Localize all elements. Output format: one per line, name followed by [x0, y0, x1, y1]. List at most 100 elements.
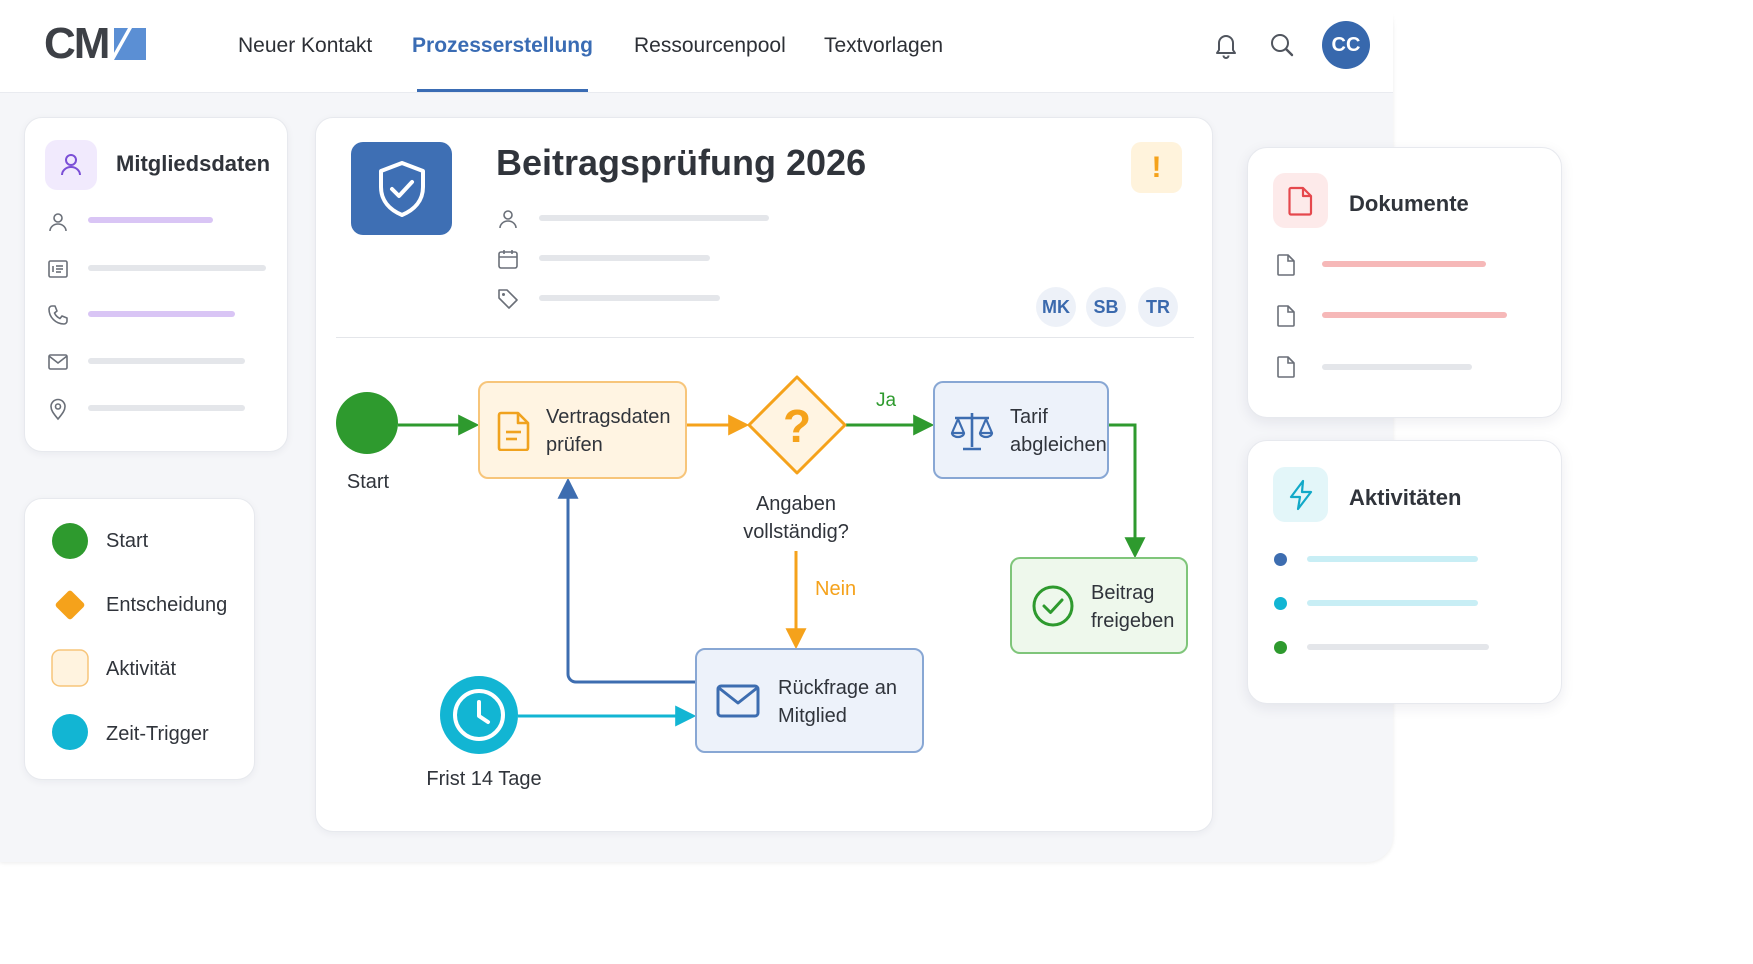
owner-icon	[499, 210, 517, 229]
decision-symbol: ?	[782, 400, 812, 452]
activity-dot	[1274, 553, 1287, 566]
file-icon[interactable]	[1274, 355, 1298, 379]
address-field	[88, 405, 245, 411]
id-field	[88, 265, 266, 271]
legend-timer-icon	[52, 714, 88, 750]
user-avatar[interactable]: CC	[1322, 21, 1370, 69]
owner-field	[539, 215, 769, 221]
envelope-icon	[716, 684, 760, 718]
legend-card: Start Entscheidung Aktivität Zeit-Trigge…	[24, 498, 255, 780]
cm-logo[interactable]: CM	[44, 19, 147, 68]
activity-rueckfrage-line2: Mitglied	[778, 705, 847, 727]
assignee-chip[interactable]: MK	[1036, 287, 1076, 327]
logo-text: CM	[44, 19, 110, 68]
decision-node[interactable]	[746, 374, 848, 476]
nav-label: Textvorlagen	[824, 34, 944, 57]
nav-textvorlagen[interactable]: Textvorlagen	[824, 0, 943, 92]
mail-icon	[48, 354, 68, 370]
timer-label: Frist 14 Tage	[426, 768, 542, 790]
logo-mark-icon	[110, 28, 147, 60]
assignee-chip[interactable]: SB	[1086, 287, 1126, 327]
documents-card: Dokumente	[1247, 147, 1562, 418]
start-label: Start	[346, 471, 390, 493]
activity-vertragsdaten[interactable]: Vertragsdaten prüfen	[478, 381, 687, 479]
name-field	[88, 217, 213, 223]
edge-loop-back	[557, 477, 696, 684]
activities-title: Aktivitäten	[1349, 485, 1462, 510]
file-icon[interactable]	[1274, 304, 1298, 328]
activity-line	[1307, 600, 1478, 606]
legend-activity-icon	[51, 649, 89, 687]
id-card-icon	[48, 260, 68, 278]
document-line	[1322, 261, 1486, 267]
documents-title: Dokumente	[1349, 191, 1469, 216]
location-pin-icon	[50, 398, 66, 421]
activity-freigabe[interactable]: Beitrag freigeben	[1010, 557, 1188, 654]
lightning-icon	[1289, 479, 1312, 510]
activity-vertragsdaten-line1: Vertragsdaten	[546, 406, 671, 428]
scale-icon	[950, 413, 994, 451]
document-line	[1322, 312, 1507, 318]
nav-ressourcenpool[interactable]: Ressourcenpool	[634, 0, 786, 92]
member-data-card: Mitgliedsdaten	[24, 117, 288, 452]
edge-tarif-to-freigabe	[1108, 423, 1146, 559]
document-icon	[497, 411, 530, 451]
header-divider	[336, 337, 1194, 338]
activity-freigabe-line2: freigeben	[1091, 610, 1175, 632]
documents-tile	[1273, 173, 1328, 228]
activity-vertragsdaten-line2: prüfen	[546, 434, 603, 456]
alert-badge[interactable]: !	[1131, 142, 1182, 193]
activity-rueckfrage[interactable]: Rückfrage an Mitglied	[695, 648, 924, 753]
email-field	[88, 358, 245, 364]
decision-label-line2: vollständig?	[743, 521, 849, 543]
file-icon	[1287, 186, 1312, 216]
calendar-icon	[498, 250, 518, 269]
shield-check-icon	[378, 160, 425, 217]
activity-rueckfrage-line1: Rückfrage an	[778, 677, 897, 699]
nav-neuer-kontakt[interactable]: Neuer Kontakt	[238, 0, 372, 92]
activity-tarif-line2: abgleichen	[1010, 434, 1107, 456]
nav-prozesserstellung[interactable]: Prozesserstellung	[412, 0, 593, 92]
process-tile	[351, 142, 452, 235]
file-icon[interactable]	[1274, 253, 1298, 277]
yes-label: Ja	[876, 390, 897, 411]
bell-icon[interactable]	[1211, 30, 1241, 60]
flow-connectors	[398, 414, 1146, 727]
search-icon[interactable]	[1267, 30, 1297, 60]
member-tile	[45, 140, 97, 190]
member-card-title: Mitgliedsdaten	[116, 151, 271, 176]
timer-node[interactable]	[439, 675, 519, 755]
activity-line	[1307, 556, 1478, 562]
activities-tile	[1273, 467, 1328, 522]
activity-tarif-line1: Tarif	[1010, 406, 1048, 428]
start-node[interactable]	[335, 391, 399, 455]
check-circle-icon	[1032, 585, 1074, 627]
user-icon	[61, 154, 81, 176]
app-window: CM Neuer Kontakt Prozesserstellung Resso…	[0, 0, 1393, 832]
phone-field	[88, 311, 235, 317]
legend-timer-label: Zeit-Trigger	[106, 723, 209, 745]
legend-decision-icon	[55, 590, 85, 620]
legend-start-icon	[52, 523, 88, 559]
activity-dot	[1274, 641, 1287, 654]
nav-label: Prozesserstellung	[412, 34, 593, 57]
activity-line	[1307, 644, 1489, 650]
legend-start-label: Start	[106, 530, 149, 552]
date-field	[539, 255, 710, 261]
tag-icon	[498, 289, 518, 309]
decision-label-line1: Angaben	[755, 493, 837, 515]
legend-activity-label: Aktivität	[106, 658, 177, 680]
activity-tarif[interactable]: Tarif abgleichen	[933, 381, 1109, 479]
no-label: Nein	[815, 578, 857, 600]
document-line	[1322, 364, 1472, 370]
assignee-chip[interactable]: TR	[1138, 287, 1178, 327]
nav-label: Neuer Kontakt	[238, 34, 373, 57]
person-icon	[49, 213, 67, 232]
legend-decision-label: Entscheidung	[106, 594, 228, 616]
activity-freigabe-line1: Beitrag	[1091, 582, 1155, 604]
tag-field	[539, 295, 720, 301]
activity-dot	[1274, 597, 1287, 610]
top-navigation-bar: CM Neuer Kontakt Prozesserstellung Resso…	[0, 0, 1393, 93]
activities-card: Aktivitäten	[1247, 440, 1562, 704]
process-title: Beitragsprüfung 2026	[496, 142, 867, 183]
